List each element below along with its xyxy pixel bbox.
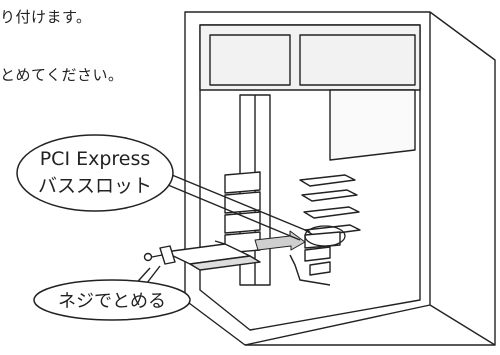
instruction-text-line-2: とめてください。 — [0, 66, 124, 84]
callout-screw-label: ネジでとめる — [58, 291, 166, 312]
callout-slot-line-2: バススロット — [38, 175, 152, 197]
instruction-text-line-1: り付けます。 — [0, 8, 92, 26]
pci-express-callout: PCI Express バススロット — [16, 134, 174, 212]
callout-slot-line-1: PCI Express — [40, 148, 151, 170]
screw-callout: ネジでとめる — [33, 279, 191, 321]
